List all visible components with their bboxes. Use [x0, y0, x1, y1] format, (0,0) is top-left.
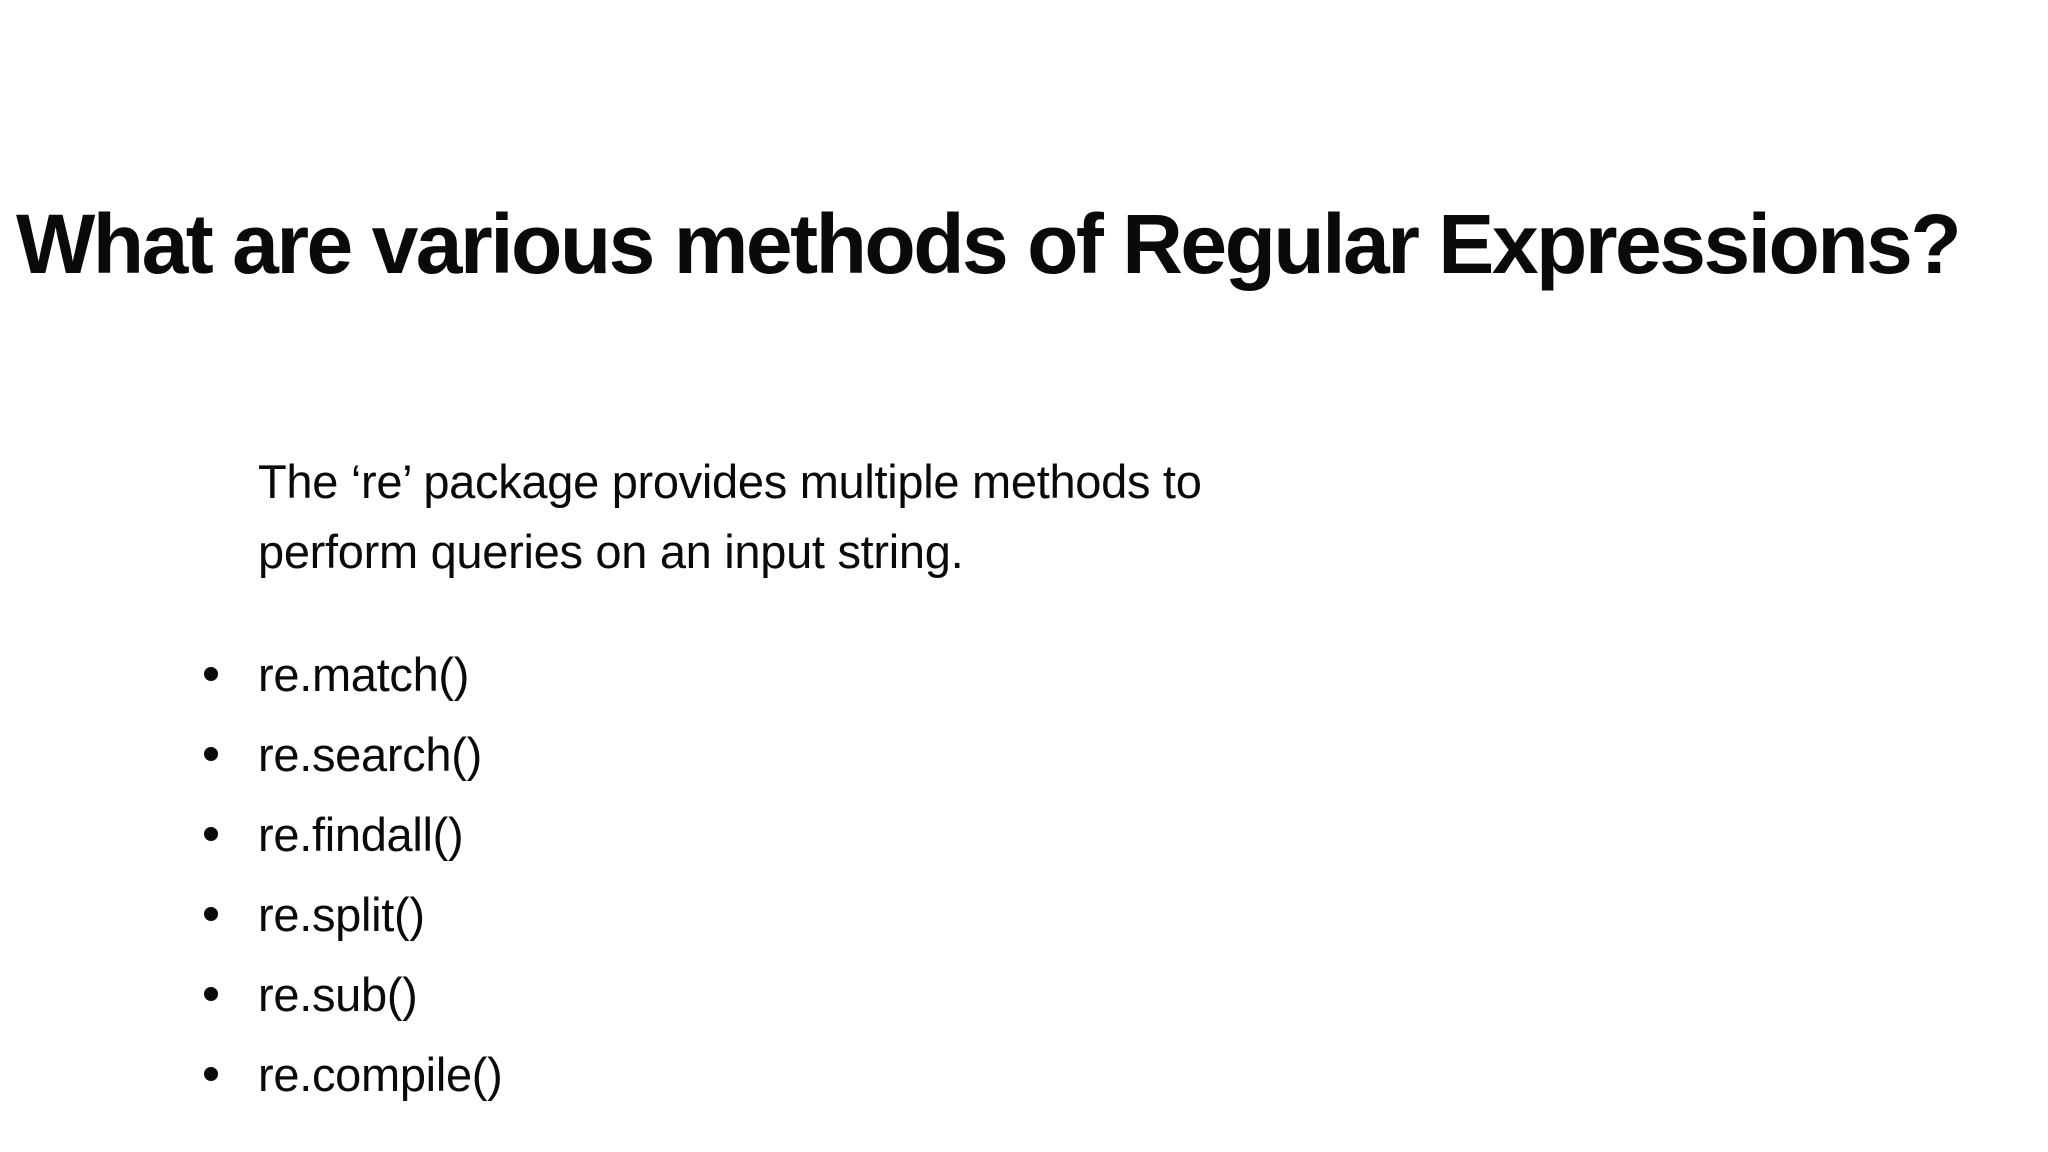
intro-paragraph-line-1: The ‘re’ package provides multiple metho… — [258, 455, 1202, 508]
slide-title: What are various methods of Regular Expr… — [16, 197, 1962, 292]
bullet-label-re-search: re.search() — [258, 727, 482, 781]
list-item: re.sub() — [204, 954, 1202, 1034]
intro-paragraph: The ‘re’ package provides multiple metho… — [258, 447, 1202, 587]
bullet-icon — [204, 827, 218, 841]
bullet-label-re-sub: re.sub() — [258, 967, 418, 1021]
methods-bullet-list: re.match() re.search() re.findall() re.s… — [204, 634, 1202, 1114]
list-item: re.split() — [204, 874, 1202, 954]
bullet-icon — [204, 1067, 218, 1081]
list-item: re.compile() — [204, 1034, 1202, 1114]
intro-paragraph-line-2: perform queries on an input string. — [258, 525, 964, 578]
bullet-label-re-findall: re.findall() — [258, 807, 464, 861]
slide-body: The ‘re’ package provides multiple metho… — [204, 400, 1202, 1114]
list-item: re.findall() — [204, 794, 1202, 874]
list-item: re.match() — [204, 634, 1202, 714]
bullet-label-re-match: re.match() — [258, 647, 470, 701]
list-item: re.search() — [204, 714, 1202, 794]
bullet-icon — [204, 747, 218, 761]
bullet-icon — [204, 987, 218, 1001]
bullet-label-re-split: re.split() — [258, 887, 425, 941]
bullet-icon — [204, 667, 218, 681]
bullet-icon — [204, 907, 218, 921]
bullet-label-re-compile: re.compile() — [258, 1047, 503, 1101]
